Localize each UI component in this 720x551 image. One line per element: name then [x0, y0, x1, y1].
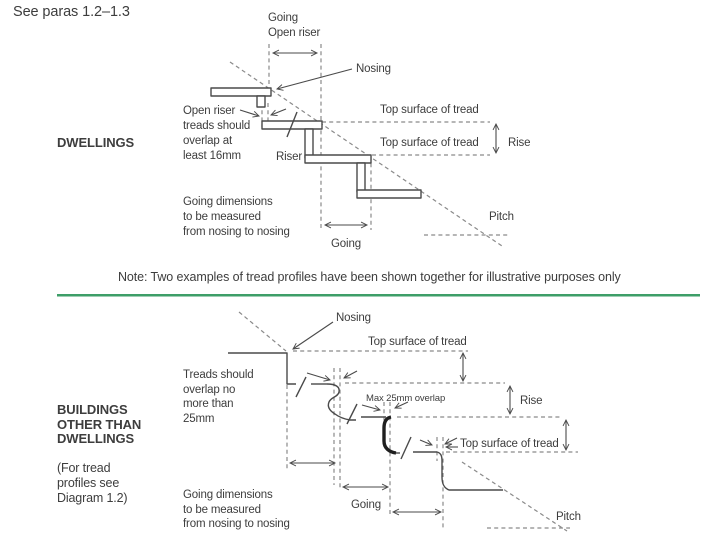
label-line: to be measured: [183, 211, 261, 223]
rise-label-top: Rise: [508, 136, 531, 151]
nosing-label-top: Nosing: [356, 62, 391, 77]
tread-break-mark-3: [400, 436, 412, 460]
note-text: Note: Two examples of tread profiles hav…: [118, 270, 621, 284]
buildings-dimension-arrows: [288, 321, 570, 516]
label-line: more than: [183, 398, 234, 410]
label-line: (For tread: [57, 461, 111, 475]
going-dimensions-note-bottom: Going dimensions to be measured from nos…: [183, 488, 290, 532]
label-line: Going: [331, 238, 361, 250]
closed-tread-4: [356, 189, 422, 199]
overlap-arrow-3-left: [361, 404, 382, 412]
pitch-line: [229, 61, 503, 247]
section-label-line: BUILDINGS: [57, 402, 128, 417]
label-line: Rise: [520, 395, 543, 407]
rounded-nosing-profile-2: [326, 383, 356, 421]
label-line: from nosing to nosing: [183, 518, 290, 530]
see-paras-text: See paras 1.2–1.3: [13, 4, 130, 20]
overlap-arrow-right: [270, 108, 287, 117]
label-line: Top surface of tread: [380, 137, 479, 149]
pitch-line-lower: [461, 461, 568, 532]
section-label-text: DWELLINGS: [57, 135, 135, 150]
dwellings-section-label: DWELLINGS: [57, 135, 135, 151]
label-line: Going: [268, 12, 298, 24]
going-open-riser-label: Going Open riser: [268, 11, 320, 40]
top-surface-label-b1: Top surface of tread: [368, 335, 467, 350]
riser-label: Riser: [276, 150, 302, 165]
open-riser-tread-1: [210, 87, 272, 97]
label-line: Going: [351, 499, 381, 511]
label-line: Going dimensions: [183, 489, 273, 501]
label-line: least 16mm: [183, 150, 241, 162]
tread-profiles-reference: (For tread profiles see Diagram 1.2): [57, 461, 128, 506]
top-surface-label-2: Top surface of tread: [380, 136, 479, 151]
max-overlap-label: Max 25mm overlap: [366, 391, 445, 406]
dwellings-dimension-arrows: [239, 49, 500, 229]
treads-overlap-note: Treads should overlap no more than 25mm: [183, 368, 254, 426]
riser-board: [304, 128, 314, 159]
overlap-arrow-2-left: [306, 372, 332, 382]
riser-board-2: [356, 162, 366, 193]
pitch-label-bottom: Pitch: [556, 510, 581, 525]
going-label-bottom: Going: [351, 498, 381, 513]
going-label-top: Going: [331, 237, 361, 252]
tread-break-mark-1: [295, 376, 307, 398]
see-paras-reference: See paras 1.2–1.3: [13, 5, 130, 20]
section-divider-rule: [57, 294, 700, 297]
label-line: overlap no: [183, 383, 236, 396]
label-line: 25mm: [183, 412, 215, 425]
overlap-arrow-3-right: [394, 401, 409, 409]
overlap-arrow-2-right: [343, 370, 358, 379]
nosing-callout-arrow: [292, 321, 334, 350]
label-line: treads should: [183, 120, 251, 132]
overlap-arrow-left: [239, 109, 260, 118]
pitch-line-upper: [238, 311, 287, 352]
label-line: Open riser: [183, 105, 236, 117]
nosing-callout-arrow: [275, 68, 353, 91]
label-line: Pitch: [489, 211, 514, 223]
emphasised-tread-profile: [382, 415, 397, 455]
square-step-profile: [228, 352, 296, 385]
label-line: Nosing: [336, 312, 371, 324]
label-line: Rise: [508, 137, 531, 149]
tread-break-mark-2: [346, 403, 358, 425]
label-line: Diagram 1.2): [57, 491, 128, 505]
top-surface-label-1: Top surface of tread: [380, 103, 479, 118]
label-line: Nosing: [356, 63, 391, 75]
label-line: Top surface of tread: [380, 104, 479, 116]
label-line: Pitch: [556, 511, 581, 523]
label-line: Going dimensions: [183, 196, 273, 208]
tread-break-mark: [286, 111, 298, 138]
dwellings-stair-profile: [210, 87, 422, 199]
label-line: from nosing to nosing: [183, 226, 290, 238]
overlap-arrow-4-left: [419, 439, 433, 446]
label-line: Open riser: [268, 26, 321, 39]
section-label-line: DWELLINGS: [57, 431, 135, 446]
label-line: profiles see: [57, 476, 120, 490]
rounded-nosing-profile-4: [436, 451, 503, 491]
buildings-stair-profile: [228, 352, 503, 491]
pitch-label-top: Pitch: [489, 210, 514, 225]
open-riser-overlap-note: Open riser treads should overlap at leas…: [183, 104, 250, 164]
overlap-arrow-4-right: [444, 437, 458, 445]
label-line: Riser: [276, 151, 303, 163]
closed-tread-3: [304, 154, 372, 164]
label-line: to be measured: [183, 503, 261, 516]
rise-label-bottom: Rise: [520, 394, 543, 409]
illustrative-note: Note: Two examples of tread profiles hav…: [118, 270, 621, 285]
label-line: Top surface of tread: [368, 336, 467, 348]
label-line: overlap at: [183, 135, 233, 147]
tread-1-support: [256, 95, 266, 108]
label-line: Top surface of tread: [460, 438, 559, 450]
nosing-label-bottom: Nosing: [336, 311, 371, 326]
label-line: Treads should: [183, 369, 254, 381]
buildings-section-label: BUILDINGS OTHER THAN DWELLINGS: [57, 402, 142, 447]
label-line: Max 25mm overlap: [366, 393, 446, 404]
top-surface-label-b2: Top surface of tread: [460, 437, 559, 452]
going-dimensions-note-top: Going dimensions to be measured from nos…: [183, 195, 290, 240]
section-label-line: OTHER THAN: [57, 416, 142, 432]
